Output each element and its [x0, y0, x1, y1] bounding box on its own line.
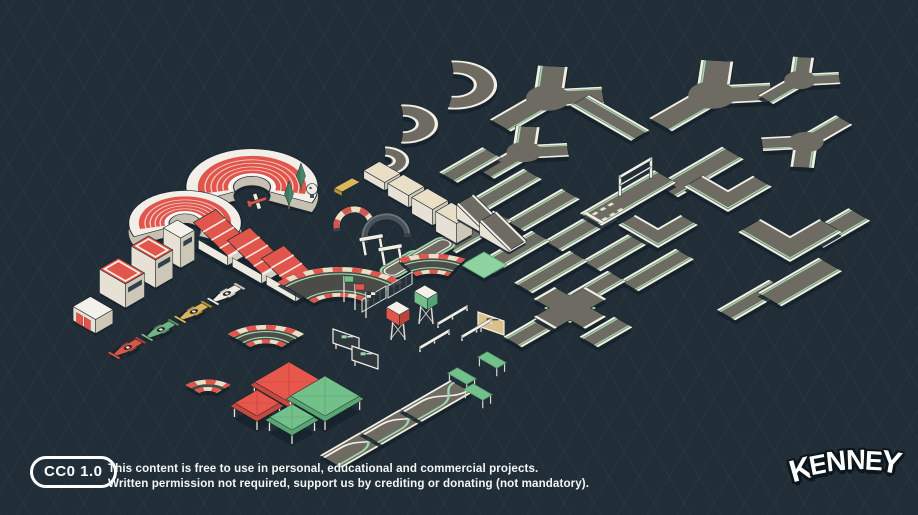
tent-green	[285, 375, 365, 432]
gate-frame	[358, 233, 385, 257]
road-straight	[505, 188, 581, 236]
balloon-prop	[306, 183, 318, 198]
track-corner-medium	[227, 324, 305, 351]
judge-tower	[413, 284, 439, 325]
road-corner-sharp	[617, 214, 699, 252]
road-corner-sharp	[737, 218, 843, 266]
tent-green-small	[264, 403, 320, 446]
road-straight	[578, 316, 634, 352]
tree-cypress	[284, 180, 294, 209]
road-fork	[476, 125, 570, 183]
road-straight	[757, 257, 843, 311]
road-fork	[760, 114, 854, 172]
finish-gantry	[618, 156, 653, 197]
fence-rail	[461, 317, 492, 341]
road-ramp	[479, 211, 527, 255]
road-corner-sharp	[683, 175, 773, 216]
asset-layer	[72, 56, 872, 472]
stunt-ramp-yellow	[333, 177, 361, 197]
flag-red	[354, 283, 365, 310]
ground-tile-green	[460, 251, 508, 282]
kenney-logo: KENNEY	[786, 439, 904, 489]
road-straight	[569, 94, 651, 145]
flag-checkered	[365, 291, 376, 318]
road-fork	[648, 59, 774, 136]
stunt-plane	[247, 193, 267, 210]
track-corner-partial	[398, 253, 466, 281]
tree-cypress	[296, 162, 306, 191]
race-car-green	[140, 318, 181, 342]
fence-rail	[437, 304, 468, 328]
kenney-logo-letter: N	[845, 443, 866, 476]
road-intersection	[533, 286, 607, 333]
license-line-2: Written permission not required, support…	[108, 477, 590, 491]
road-straight	[513, 250, 589, 298]
license-text: This content is free to use in personal,…	[108, 461, 589, 492]
judge-tower	[385, 300, 411, 341]
road-curve-medium	[400, 104, 440, 148]
license-line-1: This content is free to use in personal,…	[108, 462, 539, 475]
license-badge: CC0 1.0	[30, 456, 117, 488]
pit-garage	[72, 296, 114, 336]
kenney-logo-letter: N	[825, 444, 848, 478]
race-car-white	[206, 282, 247, 306]
billboard	[351, 345, 379, 370]
road-straight	[467, 168, 543, 216]
race-car-red	[107, 336, 148, 360]
road-fork	[757, 56, 841, 109]
bench-green	[463, 383, 493, 409]
road-straight	[619, 248, 695, 296]
barrier-net	[387, 271, 413, 299]
pit-building	[98, 257, 146, 310]
track-corner-small	[184, 379, 232, 397]
road-fork	[489, 65, 605, 136]
road-straight	[438, 146, 502, 187]
flag-green	[343, 275, 354, 302]
bench-green	[477, 351, 507, 377]
road-curve-large	[447, 60, 499, 114]
fence-rail	[419, 328, 450, 352]
road-straight	[581, 228, 657, 276]
tent-red-small	[229, 389, 285, 432]
race-car-yellow	[173, 300, 214, 324]
road-chicane	[399, 379, 473, 426]
